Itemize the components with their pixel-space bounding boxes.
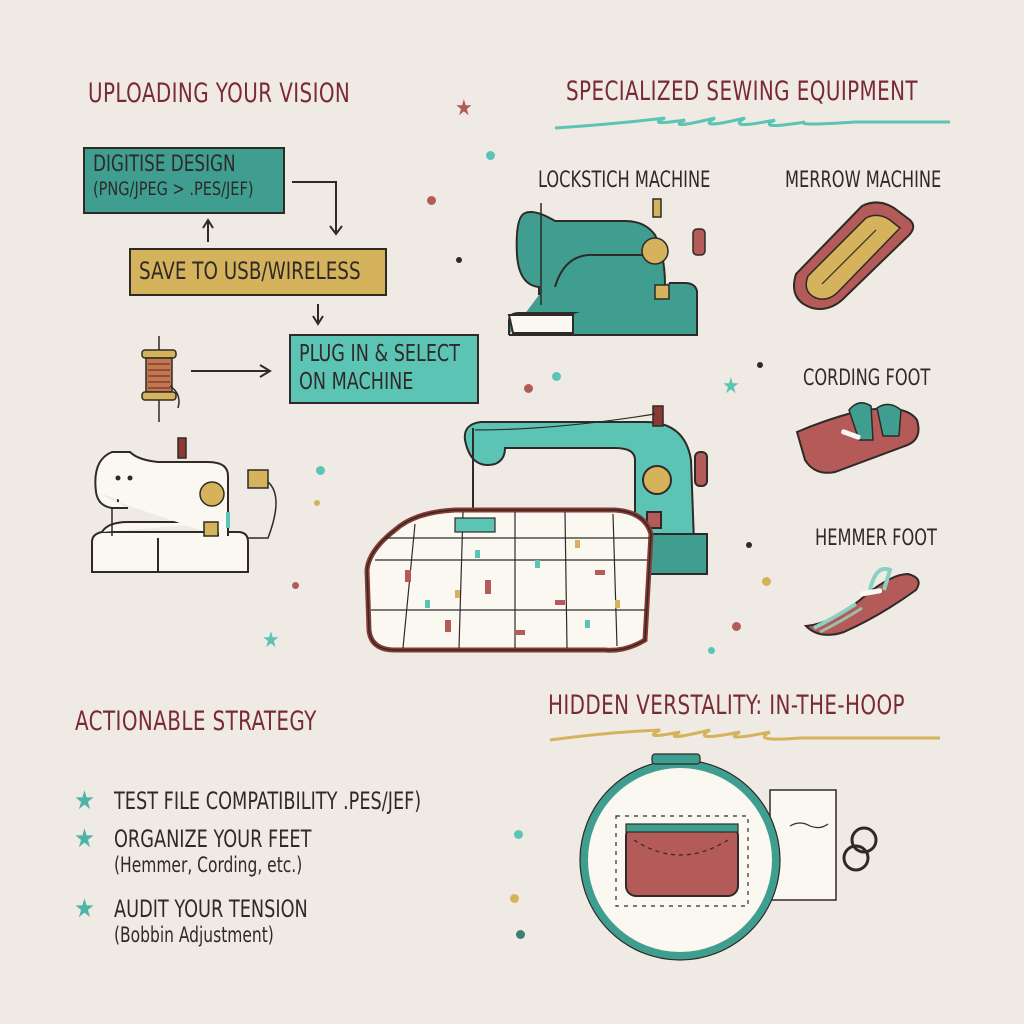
- star-bullet-icon: ★: [74, 894, 95, 924]
- strategy-item: ★ TEST FILE COMPATIBILITY .PES/JEF): [74, 788, 489, 815]
- step-plug-in: PLUG IN & SELECT ON MACHINE: [289, 334, 479, 404]
- decor-dot: [514, 830, 523, 839]
- teal-squiggle-divider: [554, 116, 950, 130]
- decor-dot: [516, 930, 525, 939]
- strategy-section-title: ACTIONABLE STRATEGY: [75, 706, 317, 737]
- strategy-item-main: ORGANIZE YOUR FEET: [114, 825, 312, 853]
- gold-squiggle-divider: [549, 728, 940, 742]
- star-bullet-icon: ★: [74, 824, 95, 854]
- hoop-section-title: HIDDEN VERSTALITY: IN-THE-HOOP: [548, 690, 905, 721]
- lockstitch-label: LOCKSTICH MACHINE: [538, 168, 711, 193]
- cording-foot-icon: [795, 402, 920, 474]
- upload-section-title: UPLOADING YOUR VISION: [88, 78, 351, 109]
- merrow-label: MERROW MACHINE: [785, 168, 942, 193]
- lockstitch-machine-icon: [507, 198, 706, 336]
- equipment-section-title: SPECIALIZED SEWING EQUIPMENT: [566, 76, 918, 107]
- hemmer-foot-label: HEMMER FOOT: [815, 526, 937, 551]
- step-digitise-design: DIGITISE DESIGN (PNG/JPEG > .PES/JEF): [83, 147, 285, 214]
- thread-spool-icon: [141, 336, 180, 422]
- star-bullet-icon: ★: [74, 786, 95, 816]
- step-plug-title: PLUG IN & SELECT: [299, 341, 460, 367]
- strategy-item-sub: (Bobbin Adjustment): [114, 923, 274, 947]
- cording-foot-label: CORDING FOOT: [803, 366, 931, 391]
- decor-dot: [456, 257, 462, 263]
- decor-dot: [316, 466, 325, 475]
- decor-dot: [510, 894, 519, 903]
- decor-dot: [427, 196, 436, 205]
- step-save-title: SAVE TO USB/WIRELESS: [139, 257, 361, 285]
- embroidery-machine-usb-icon: [91, 437, 277, 573]
- decor-star-icon: ★: [722, 374, 740, 399]
- decor-dot: [762, 577, 771, 586]
- step-save-usb: SAVE TO USB/WIRELESS: [129, 248, 387, 296]
- decor-dot: [746, 542, 752, 548]
- step-digitise-title: DIGITISE DESIGN: [93, 152, 236, 177]
- decor-dot: [552, 372, 561, 381]
- decor-star-icon: ★: [262, 628, 280, 653]
- strategy-item: ★ ORGANIZE YOUR FEET (Hemmer, Cording, e…: [74, 824, 355, 878]
- decor-dot: [314, 500, 320, 506]
- decor-star-icon: ★: [455, 96, 473, 121]
- decor-dot: [732, 622, 741, 631]
- hemmer-foot-icon: [803, 567, 920, 636]
- strategy-item-sub: (Hemmer, Cording, etc.): [114, 853, 303, 877]
- strategy-item-main: TEST FILE COMPATIBILITY .PES/JEF): [114, 787, 422, 815]
- step-plug-sub: ON MACHINE: [299, 369, 414, 395]
- decor-dot: [292, 582, 299, 589]
- decor-dot: [708, 647, 715, 654]
- strategy-item: ★ AUDIT YOUR TENSION (Bobbin Adjustment): [74, 894, 350, 948]
- embroidery-hoop-icon: [579, 753, 878, 961]
- quilting-machine-icon: [364, 405, 708, 653]
- decor-dot: [524, 384, 533, 393]
- merrow-machine-icon: [793, 201, 915, 310]
- decor-dot: [486, 151, 495, 160]
- step-digitise-sub: (PNG/JPEG > .PES/JEF): [93, 178, 254, 200]
- strategy-item-main: AUDIT YOUR TENSION: [114, 895, 308, 923]
- decor-dot: [757, 362, 763, 368]
